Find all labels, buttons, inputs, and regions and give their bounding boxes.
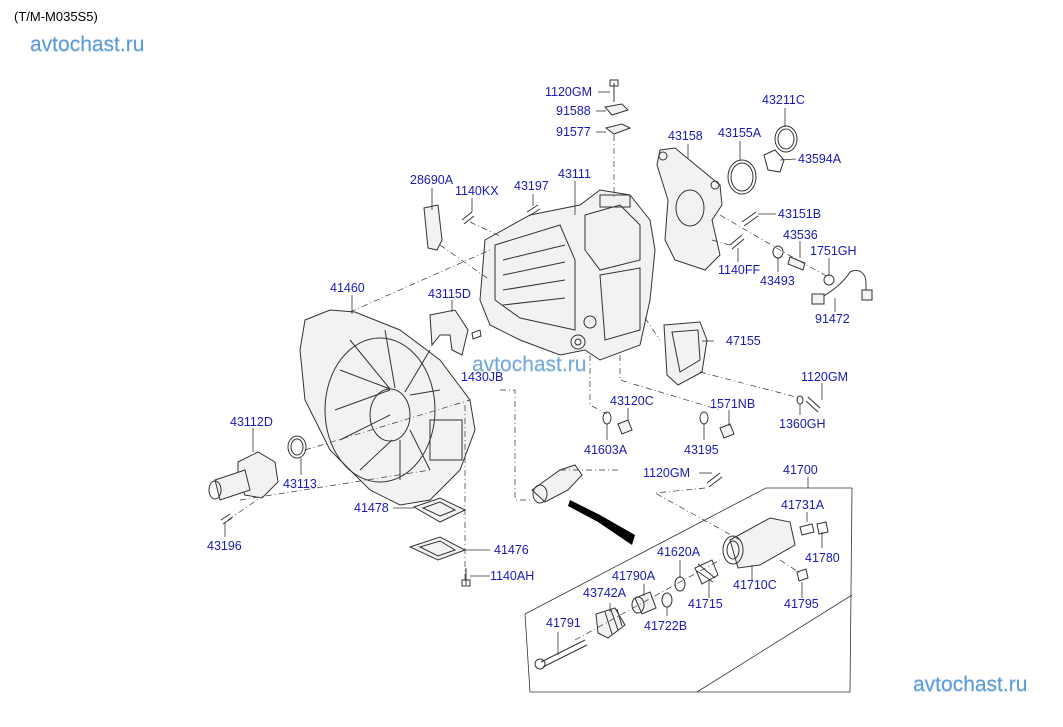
ring-41722B-drawing <box>661 592 673 608</box>
bolt-1120GM-mid-drawing <box>706 472 723 488</box>
label-43113[interactable]: 43113 <box>283 477 317 491</box>
rear-cover-drawing <box>656 147 723 271</box>
gasket-ring-drawing <box>727 159 757 195</box>
bolt-top-drawing <box>609 79 619 102</box>
plug-1571NB-drawing <box>719 423 735 439</box>
label-41700[interactable]: 41700 <box>783 463 818 477</box>
label-43211C[interactable]: 43211C <box>762 93 805 107</box>
label-1140KX[interactable]: 1140KX <box>455 184 499 198</box>
leader-lines <box>224 91 836 655</box>
wiring-drawing <box>819 269 867 299</box>
label-43536[interactable]: 43536 <box>783 228 818 242</box>
label-41722B[interactable]: 41722B <box>644 619 687 633</box>
label-43196[interactable]: 43196 <box>207 539 242 553</box>
label-1140FF[interactable]: 1140FF <box>718 263 761 277</box>
label-43197[interactable]: 43197 <box>514 179 549 193</box>
bolt-1140AH-drawing <box>461 568 471 587</box>
switch-drawing <box>787 256 806 271</box>
bolt-43151B-drawing <box>741 211 759 227</box>
watermark-bottom-right: avtochast.ru <box>913 673 1028 696</box>
label-1571NB[interactable]: 1571NB <box>710 397 755 411</box>
oil-seal-43113-drawing <box>287 435 307 459</box>
gasket-41476-drawing <box>408 536 467 561</box>
bolt-43197-drawing <box>526 204 541 217</box>
label-41795[interactable]: 41795 <box>784 597 819 611</box>
label-43195[interactable]: 43195 <box>684 443 719 457</box>
label-1120GM-right[interactable]: 1120GM <box>801 370 848 384</box>
washer-1360GH-drawing <box>796 395 804 405</box>
gasket-43115D-drawing <box>429 309 469 356</box>
bolt-43196-drawing <box>220 513 233 525</box>
label-43111[interactable]: 43111 <box>558 167 591 181</box>
cylinder-body-drawing <box>729 517 796 569</box>
label-1430JB[interactable]: 1430JB <box>461 370 503 384</box>
watermark-top-left: avtochast.ru <box>30 33 145 56</box>
direction-arrow <box>568 500 635 545</box>
label-41715[interactable]: 41715 <box>688 597 723 611</box>
bleeder-drawing <box>799 523 815 536</box>
label-41620A[interactable]: 41620A <box>657 545 701 559</box>
label-43151B[interactable]: 43151B <box>778 207 821 221</box>
bracket-91588-drawing <box>604 103 629 116</box>
label-1140AH[interactable]: 1140AH <box>490 569 534 583</box>
label-41790A[interactable]: 41790A <box>612 569 656 583</box>
label-1360GH[interactable]: 1360GH <box>779 417 826 431</box>
oil-seal-drawing <box>774 125 798 153</box>
label-43115D[interactable]: 43115D <box>428 287 471 301</box>
label-43594A[interactable]: 43594A <box>798 152 842 166</box>
transmission-case-drawing <box>479 189 656 361</box>
ring-41620A-drawing <box>674 576 686 592</box>
label-43155A[interactable]: 43155A <box>718 126 762 140</box>
label-1120GM-top[interactable]: 1120GM <box>545 85 592 99</box>
watermark-center: avtochast.ru <box>472 353 587 376</box>
bolt-1140KX-drawing <box>461 211 475 225</box>
label-41603A[interactable]: 41603A <box>584 443 628 457</box>
part-labels: 1120GM 91588 91577 43211C 43158 43155A 4… <box>207 85 857 633</box>
label-1751GH[interactable]: 1751GH <box>810 244 857 258</box>
label-43158[interactable]: 43158 <box>668 129 703 143</box>
label-28690A[interactable]: 28690A <box>410 173 454 187</box>
piston-drawing <box>634 591 657 615</box>
cap-41780-drawing <box>816 521 829 535</box>
spring-drawing <box>694 559 719 585</box>
label-1120GM-mid[interactable]: 1120GM <box>643 466 690 480</box>
bracket-28690A-drawing <box>423 204 443 251</box>
label-91472[interactable]: 91472 <box>815 312 850 326</box>
release-cylinder-installed-drawing <box>531 464 583 503</box>
label-47155[interactable]: 47155 <box>726 334 761 348</box>
label-43493[interactable]: 43493 <box>760 274 795 288</box>
gasket-43493-drawing <box>772 245 784 259</box>
o-ring-drawing <box>823 274 835 286</box>
label-43112D[interactable]: 43112D <box>230 415 273 429</box>
label-41780[interactable]: 41780 <box>805 551 840 565</box>
push-rod-drawing <box>540 639 588 668</box>
label-43120C[interactable]: 43120C <box>610 394 654 408</box>
cap-41795-drawing <box>796 568 809 582</box>
label-41476[interactable]: 41476 <box>494 543 529 557</box>
label-41460[interactable]: 41460 <box>330 281 365 295</box>
label-43742A[interactable]: 43742A <box>583 586 627 600</box>
bracket-91577-drawing <box>604 123 632 135</box>
clutch-housing-drawing <box>299 309 476 506</box>
plate-drawing <box>763 149 785 173</box>
label-41710C[interactable]: 41710C <box>733 578 777 592</box>
label-41791[interactable]: 41791 <box>546 616 581 630</box>
assembly-frame <box>524 487 853 693</box>
alignment-lines <box>227 214 831 641</box>
dowel-pin-drawing <box>471 329 482 340</box>
label-91588[interactable]: 91588 <box>556 104 591 118</box>
bolt-1120GM-right-drawing <box>805 396 821 413</box>
label-91577[interactable]: 91577 <box>556 125 591 139</box>
model-code: (T/M-M035S5) <box>14 9 98 24</box>
bolt-1140FF-drawing <box>729 234 745 250</box>
label-41478[interactable]: 41478 <box>354 501 389 515</box>
gasket-43195-drawing <box>699 411 709 425</box>
label-41731A[interactable]: 41731A <box>781 498 825 512</box>
cover-47155-drawing <box>663 321 708 386</box>
plug-43120C-drawing <box>617 419 633 435</box>
boot-drawing <box>595 607 626 639</box>
